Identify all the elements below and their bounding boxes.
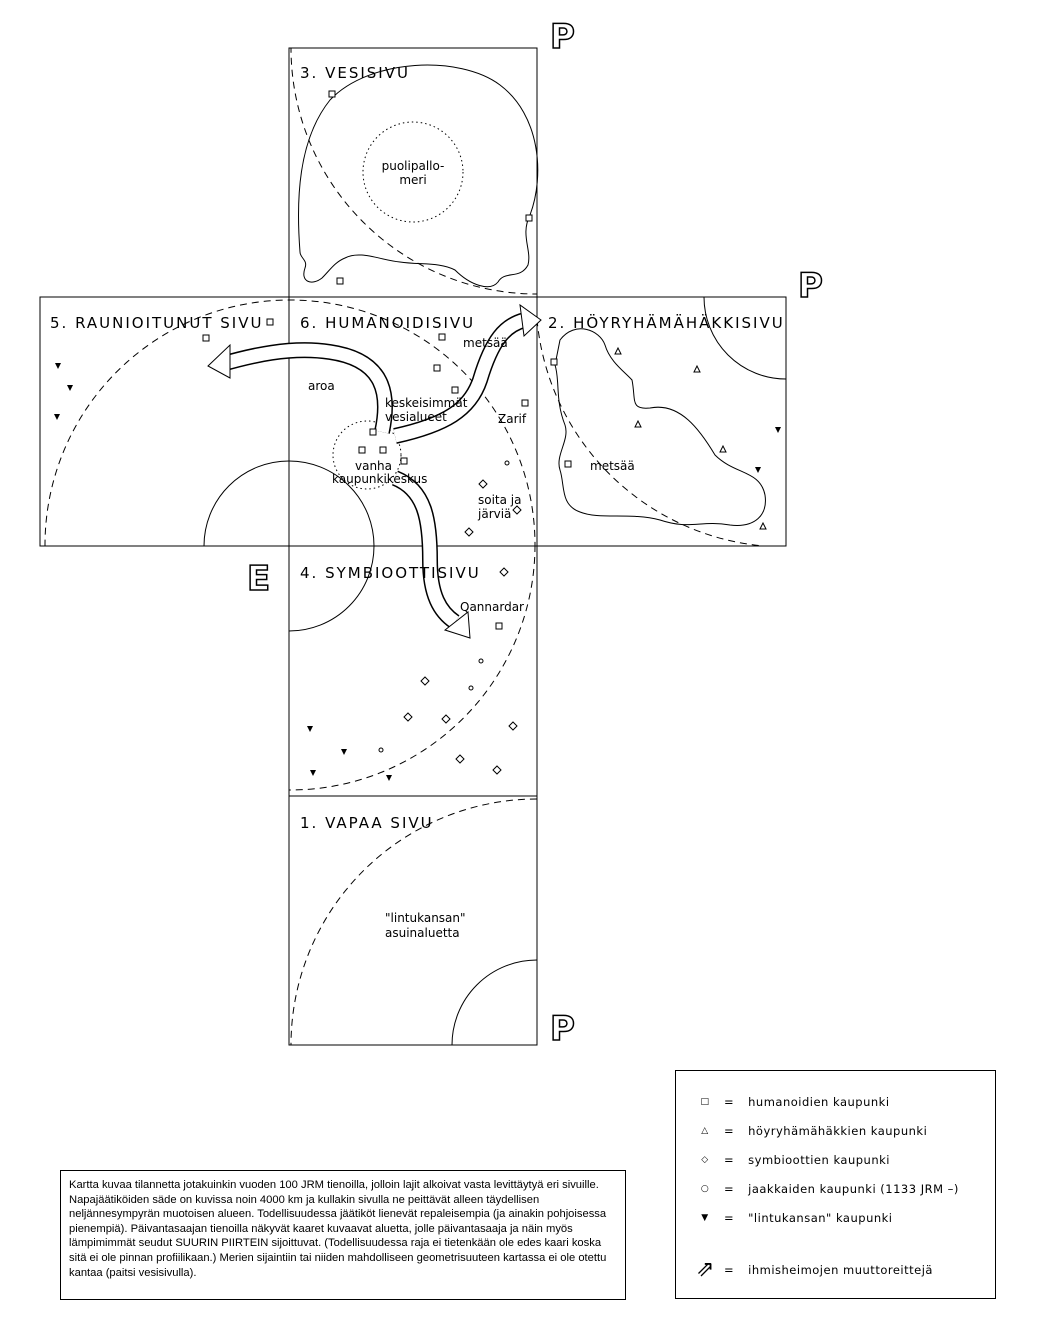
forest-label-2: metsää: [590, 459, 635, 473]
humanoid-city-marker: [202, 334, 210, 342]
bird-folk-city-marker: [55, 363, 61, 369]
bird-folk-city-marker: [755, 467, 761, 473]
city-zarif: Zarif: [498, 412, 527, 426]
hemisphere-sea: [362, 121, 464, 223]
bird-area-label-2: asuinaluetta: [385, 926, 460, 940]
humanoid-city-marker: [550, 358, 558, 366]
steam-spider-city-marker: [614, 346, 622, 355]
face-3-title: 3. VESISIVU: [300, 64, 410, 82]
steam-spider-city-marker: [759, 521, 767, 530]
small-circle-icon: ○: [700, 1184, 710, 1194]
humanoid-city-marker: [433, 364, 441, 372]
symbiote-city-marker: [455, 754, 465, 764]
legend-item-bird-folk: ▼="lintukansan" kaupunki: [696, 1211, 893, 1225]
swamp-label-2: järviä: [477, 507, 511, 521]
old-center-label-2: kaupunkikeskus: [332, 472, 427, 486]
symbiote-city-marker: [441, 714, 451, 724]
old-city-center-area: [332, 420, 402, 490]
city-markers: [54, 90, 781, 781]
humanoid-city-marker: [369, 428, 377, 436]
face-6-title: 6. HUMANOIDISIVU: [300, 314, 475, 332]
city-qannardar: Qannardar: [460, 600, 524, 614]
jaakka-city-marker: [378, 747, 384, 753]
face-4-title: 4. SYMBIOOTTISIVU: [300, 564, 481, 582]
humanoid-city-marker: [266, 318, 274, 326]
humanoid-city-marker: [495, 622, 503, 630]
symbiote-city-marker: [464, 527, 474, 537]
pole-label-bottom: P: [550, 1009, 575, 1049]
triangle-icon: △: [701, 1126, 709, 1136]
legend-item-jaakka: ○=jaakkaiden kaupunki (1133 JRM –): [696, 1182, 959, 1196]
humanoid-city-marker: [525, 214, 533, 222]
bird-folk-city-marker: [310, 770, 316, 776]
symbiote-city-marker: [492, 765, 502, 775]
steam-spider-city-marker: [719, 444, 727, 453]
humanoid-city-marker: [521, 399, 529, 407]
face-1-free: [288, 795, 538, 1046]
bird-folk-city-marker: [67, 385, 73, 391]
face-5-title: 5. RAUNIOITUNUT SIVU: [50, 314, 263, 332]
square-icon: □: [700, 1097, 710, 1107]
face-2-title: 2. HÖYRYHÄMÄHÄKKISIVU: [548, 313, 785, 332]
humanoid-city-marker: [438, 333, 446, 341]
symbiote-city-marker: [512, 505, 522, 515]
sea-label-2: meri: [399, 173, 426, 187]
legend-item-steam-spider: △=höyryhämähäkkien kaupunki: [696, 1124, 927, 1138]
face-2-steam-spider: [536, 296, 787, 547]
arrow-icon: ⇗: [696, 1257, 715, 1282]
humanoid-city-marker: [358, 446, 366, 454]
bird-folk-city-marker: [775, 427, 781, 433]
water-label-1: keskeisimmät: [385, 396, 468, 410]
jaakka-city-marker: [468, 685, 474, 691]
old-center-label-1: vanha: [355, 459, 392, 473]
humanoid-city-marker: [400, 457, 408, 465]
symbiote-city-marker: [499, 567, 509, 577]
pole-label-top: P: [550, 17, 575, 57]
symbiote-city-marker: [508, 721, 518, 731]
humanoid-city-marker: [328, 90, 336, 98]
swamp-label-1: soita ja: [478, 493, 522, 507]
pole-label-right: P: [798, 266, 823, 306]
steppe-label: aroa: [308, 379, 335, 393]
forest-label-6: metsää: [463, 336, 508, 350]
bird-folk-city-marker: [386, 775, 392, 781]
face-1-title: 1. VAPAA SIVU: [300, 814, 434, 832]
map-description: Kartta kuvaa tilannetta jotakuinkin vuod…: [60, 1170, 626, 1300]
bird-folk-city-marker: [54, 414, 60, 420]
water-label-2: vesialueet: [385, 410, 447, 424]
steam-spider-city-marker: [634, 419, 642, 428]
filled-triangle-icon: ▼: [701, 1213, 709, 1223]
legend-item-humanoid: □=humanoidien kaupunki: [696, 1095, 890, 1109]
humanoid-city-marker: [379, 446, 387, 454]
sea-label-1: puolipallo-: [382, 159, 445, 173]
bird-area-label-1: "lintukansan": [385, 911, 466, 925]
jaakka-city-marker: [504, 460, 510, 466]
forest-outline: [554, 328, 766, 526]
humanoid-city-marker: [336, 277, 344, 285]
humanoid-city-marker: [451, 386, 459, 394]
symbiote-city-marker: [420, 676, 430, 686]
sea-coastline: [297, 64, 539, 288]
steam-spider-city-marker: [693, 364, 701, 373]
bird-folk-city-marker: [307, 726, 313, 732]
humanoid-city-marker: [564, 460, 572, 468]
symbiote-city-marker: [478, 479, 488, 489]
diamond-icon: ◇: [701, 1155, 709, 1165]
jaakka-city-marker: [478, 658, 484, 664]
legend-item-symbiote: ◇=symbioottien kaupunki: [696, 1153, 890, 1167]
legend: □=humanoidien kaupunki △=höyryhämähäkkie…: [675, 1070, 996, 1299]
migration-arrows: [207, 303, 542, 639]
bird-folk-city-marker: [341, 749, 347, 755]
equator-arcs: [44, 48, 772, 1045]
symbiote-city-marker: [403, 712, 413, 722]
equator-label-left: E: [247, 559, 270, 599]
legend-item-migration: ⇗=ihmisheimojen muuttoreittejä: [696, 1257, 933, 1282]
